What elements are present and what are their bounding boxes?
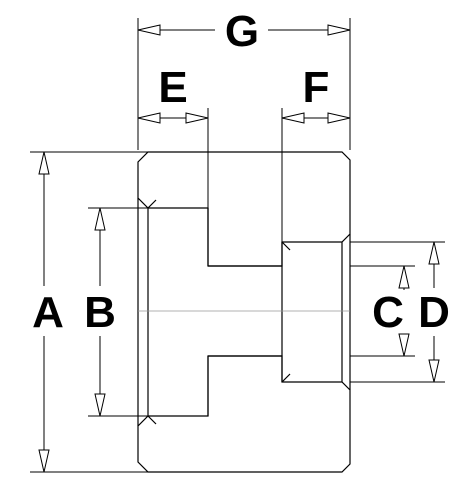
bore-profile [137,198,351,426]
section-upper-half [137,151,351,267]
dimension-g [137,18,351,150]
label-d: D [418,288,450,337]
label-f: F [303,63,330,112]
label-b: B [84,288,116,337]
label-e: E [158,63,187,112]
dimension-a [30,151,148,473]
dimension-c [350,265,415,357]
label-c: C [372,288,404,337]
label-g: G [225,7,259,56]
dimension-f [281,108,351,242]
dimension-e [137,108,209,208]
label-a: A [32,288,64,337]
dimension-b [88,207,148,417]
section-lower-half [137,355,351,473]
dimension-d [350,241,445,383]
